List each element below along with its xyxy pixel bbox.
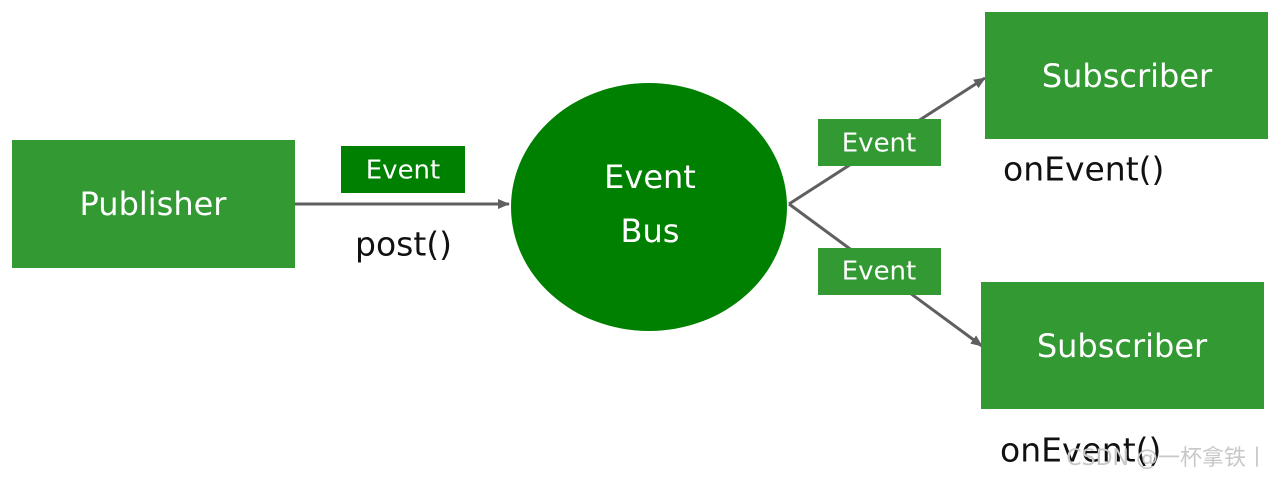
publish-event-tag	[341, 146, 465, 193]
subscriber-2-label: Subscriber	[1037, 327, 1208, 365]
watermark-text: CSDN @一杯拿铁丨	[1066, 445, 1268, 471]
subscriber-1-box	[985, 12, 1268, 139]
post-method-label: post()	[355, 225, 452, 264]
subscriber-1-label: Subscriber	[1042, 57, 1213, 95]
subscriber-2-event-tag	[818, 248, 941, 295]
event-bus-label-line1: Event	[604, 158, 696, 196]
subscriber-2-method-label: onEvent()	[1000, 431, 1161, 470]
publisher-label: Publisher	[80, 185, 228, 223]
publish-event-tag-label: Event	[366, 156, 440, 186]
subscriber-1-method-label: onEvent()	[1003, 150, 1164, 189]
event-bus-label-line2: Bus	[621, 212, 680, 250]
subscriber-1-event-tag-label: Event	[842, 129, 916, 159]
subscriber-1-event-tag	[818, 119, 941, 166]
publisher-box	[12, 140, 295, 268]
event-bus-circle	[511, 83, 787, 331]
subscriber-2-box	[981, 282, 1264, 409]
subscriber-2-event-tag-label: Event	[842, 257, 916, 287]
